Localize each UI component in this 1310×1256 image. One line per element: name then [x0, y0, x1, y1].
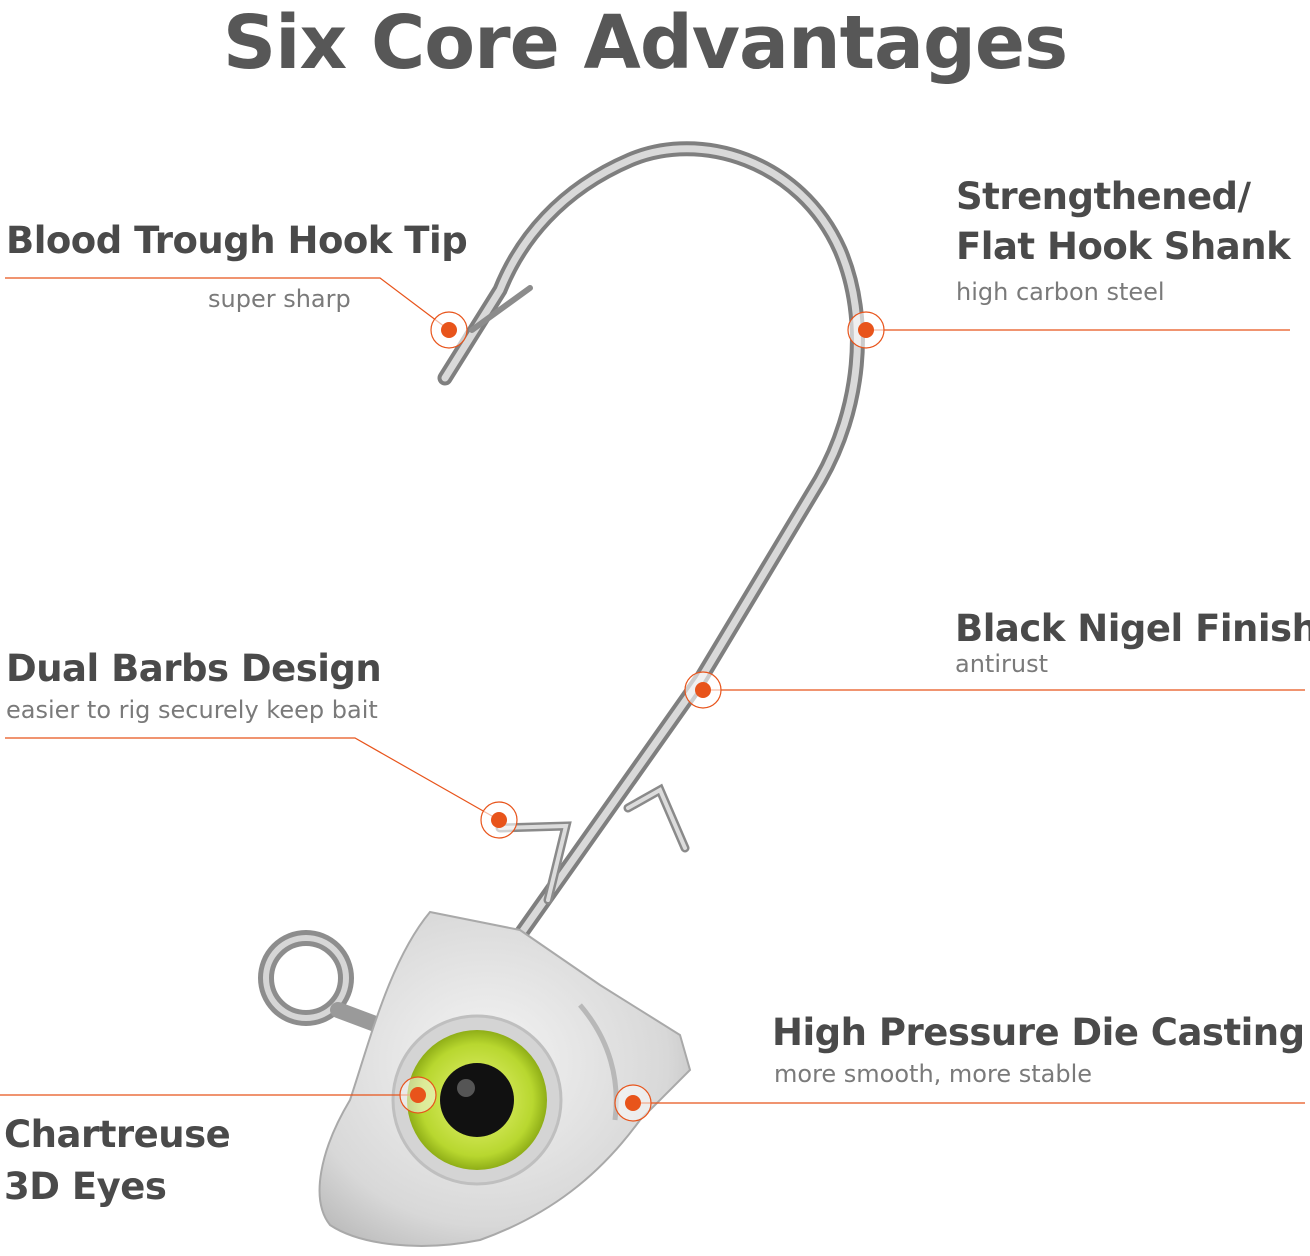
finish-subtitle: antirust [955, 650, 1048, 678]
shank-title-line1: Strengthened/ [956, 175, 1251, 218]
hook [437, 141, 865, 943]
marker-barbs [480, 801, 518, 839]
page-title: Six Core Advantages [222, 0, 1068, 86]
eyes-title-line2: 3D Eyes [4, 1165, 167, 1208]
marker-finish [684, 671, 722, 709]
callout-lines [0, 277, 1305, 1104]
eyes-title-line1: Chartreuse [4, 1113, 231, 1156]
barbs-subtitle: easier to rig securely keep bait [6, 696, 378, 724]
marker-casting [614, 1084, 652, 1122]
barbs-title: Dual Barbs Design [6, 647, 382, 690]
shank-title-line2: Flat Hook Shank [956, 225, 1291, 268]
shank-subtitle: high carbon steel [956, 278, 1165, 306]
marker-hook-tip [430, 311, 468, 349]
line-tie [258, 930, 386, 1033]
barbs [495, 783, 690, 905]
chartreuse-eye [391, 1014, 563, 1186]
casting-title: High Pressure Die Casting [772, 1011, 1305, 1054]
casting-subtitle: more smooth, more stable [774, 1060, 1093, 1088]
marker-shank [847, 311, 885, 349]
finish-title: Black Nigel Finish [955, 607, 1310, 650]
callout-markers [399, 311, 885, 1122]
hook-tip-subtitle: super sharp [208, 285, 351, 313]
marker-eyes [399, 1076, 437, 1114]
hook-tip-title: Blood Trough Hook Tip [6, 219, 468, 262]
